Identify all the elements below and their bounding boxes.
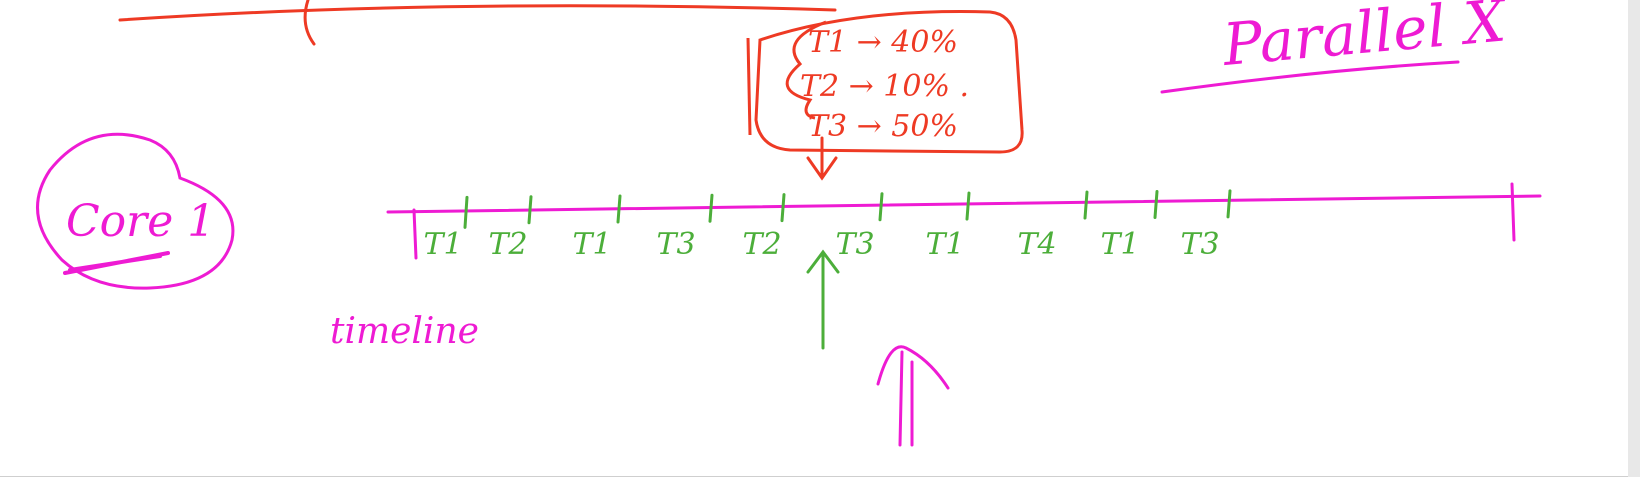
slot-label: T3 — [1180, 227, 1219, 262]
core-underline — [63, 251, 170, 275]
green-up-arrow — [806, 249, 840, 350]
slot-label: T1 — [925, 227, 964, 262]
slot-tick — [527, 195, 533, 225]
share-box: T1 → 40% T2 → 10% . T3 → 50% — [746, 10, 1024, 181]
timeline-end-tick — [1510, 182, 1516, 242]
timeline-start-tick — [412, 208, 418, 260]
slot-tick — [616, 194, 622, 224]
core-badge: Core 1 — [36, 132, 235, 290]
page-title: Parallel X — [1219, 0, 1511, 79]
scrollbar-track[interactable] — [1628, 0, 1640, 477]
slot-tick — [1083, 190, 1089, 220]
slot-label: T1 — [1100, 227, 1139, 262]
slot-ticks — [463, 189, 1232, 229]
core-circle — [36, 132, 235, 290]
share-bracket — [785, 20, 827, 120]
slot-tick — [878, 192, 884, 222]
slot-tick — [708, 193, 714, 223]
title-group: Parallel X — [1160, 0, 1511, 94]
slot-label: T2 — [488, 227, 527, 262]
slot-label: T3 — [656, 227, 695, 262]
top-red-stroke — [118, 4, 837, 22]
slot-label: T4 — [1017, 227, 1056, 262]
slot-tick — [965, 191, 971, 221]
slot-tick — [1226, 189, 1232, 219]
title-underline — [1160, 60, 1460, 94]
slot-tick — [1153, 189, 1159, 219]
slot-tick — [780, 193, 786, 223]
slot-label: T1 — [423, 227, 462, 262]
share-left-tick — [746, 37, 752, 136]
slot-label: T3 — [835, 227, 874, 262]
core-label: Core 1 — [66, 196, 215, 247]
timeline-axis — [386, 194, 1542, 214]
share-line-2: T2 → 10% . — [800, 69, 969, 104]
slot-label: T1 — [572, 227, 611, 262]
timeline: T1 T2 T1 T3 T2 T3 T1 T4 T1 T3 — [386, 182, 1542, 262]
share-down-arrow — [806, 136, 838, 181]
slot-labels: T1 T2 T1 T3 T2 T3 T1 T4 T1 T3 — [423, 227, 1219, 262]
slot-label: T2 — [742, 227, 781, 262]
share-line-3: T3 → 50% — [808, 109, 958, 144]
top-red-hook — [303, 0, 316, 46]
slot-tick — [463, 195, 469, 229]
share-line-1: T1 → 40% — [808, 25, 958, 60]
timeline-label: timeline — [330, 311, 479, 352]
magenta-up-arrow — [876, 345, 950, 447]
share-box-outline — [754, 10, 1024, 154]
